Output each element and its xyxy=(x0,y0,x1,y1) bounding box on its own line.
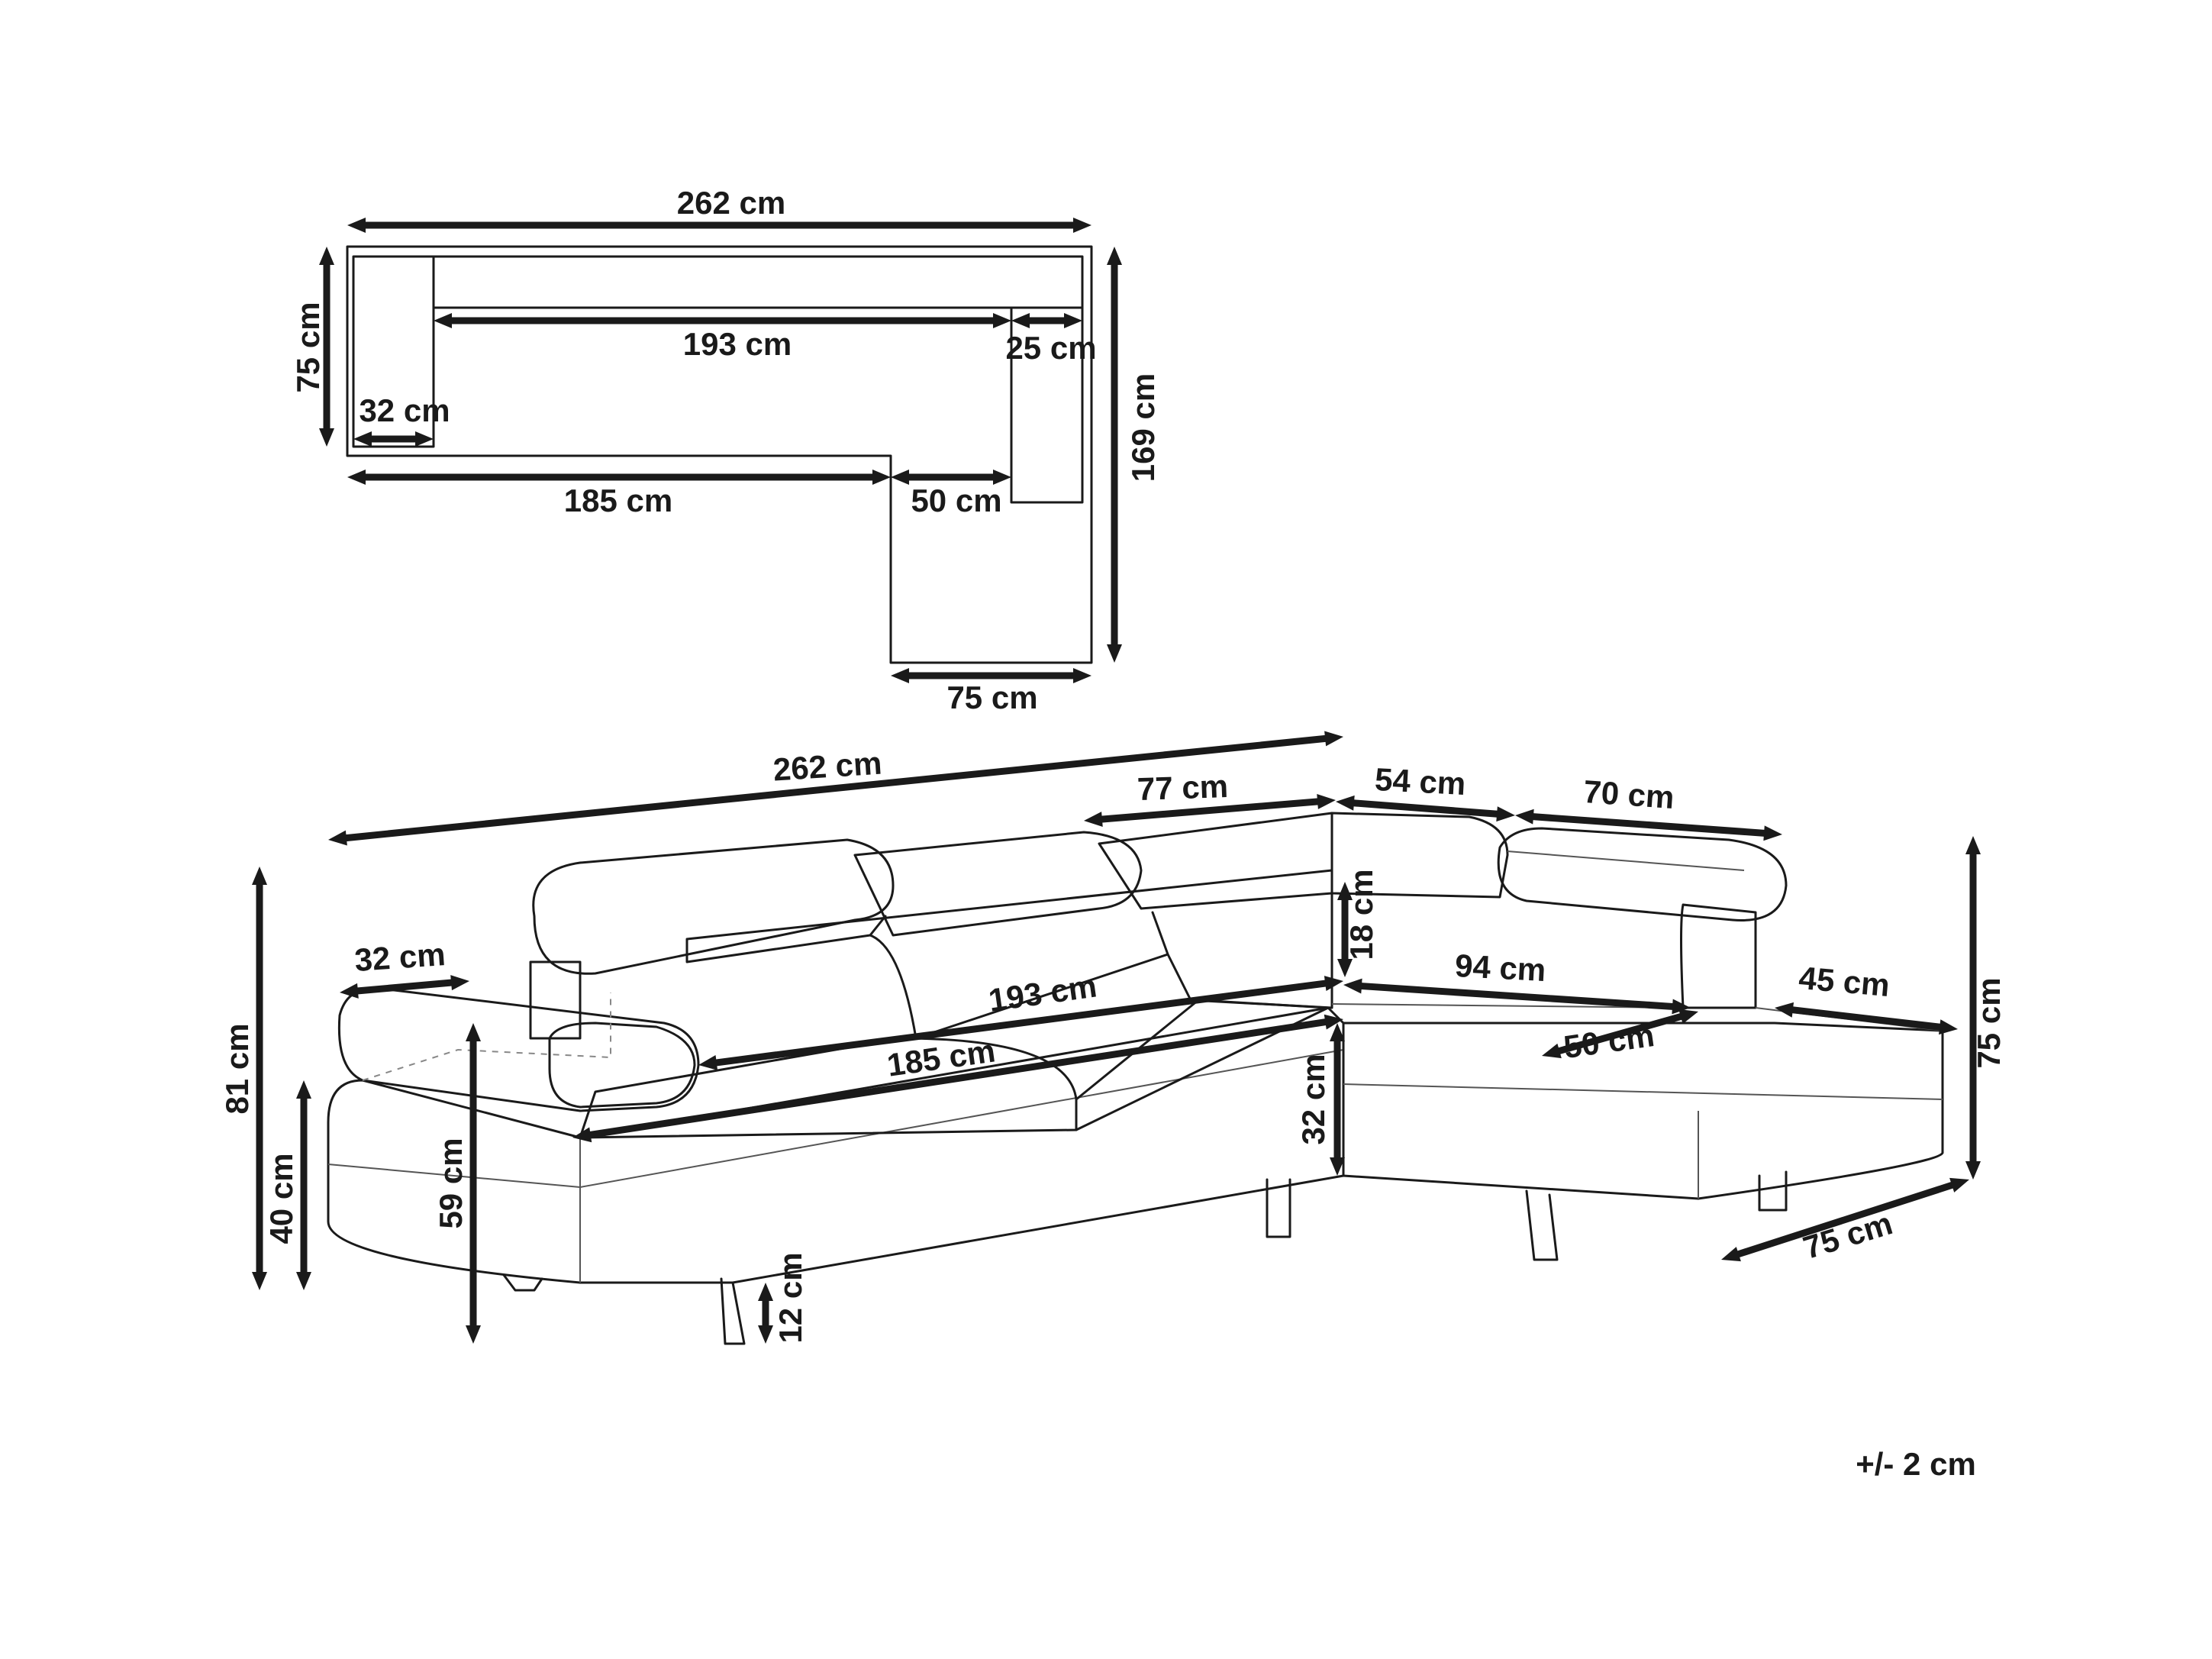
chaise-75-width-arrow xyxy=(1721,1177,1969,1262)
leg-12-label: 12 cm xyxy=(772,1252,808,1343)
headrest-corner xyxy=(1330,812,1509,899)
back-77-arrow xyxy=(1084,793,1336,828)
overall-width-arrow xyxy=(328,731,1343,846)
sofa-perspective xyxy=(327,812,1944,1345)
chaise-75-width-label: 75 cm xyxy=(1799,1205,1897,1266)
top-inner-arrow xyxy=(434,313,1011,328)
height-81-arrow xyxy=(252,867,267,1290)
chaise-94-label: 94 cm xyxy=(1454,947,1546,988)
leg-12-arrow xyxy=(758,1283,773,1344)
armrest-post xyxy=(529,960,582,1040)
leg-3 xyxy=(1266,1178,1291,1238)
seat-185-arrow xyxy=(572,1014,1343,1143)
sofa-main-base xyxy=(327,1006,1345,1284)
top-front-label: 185 cm xyxy=(564,483,672,518)
top-right-depth-arrow xyxy=(1107,247,1122,663)
top-arm-arrow xyxy=(353,431,434,447)
top-corner-arrow xyxy=(891,470,1011,485)
chaise-50-label: 50 cm xyxy=(1562,1017,1656,1065)
tolerance-note: +/- 2 cm xyxy=(1856,1446,1976,1482)
top-back-depth-label: 25 cm xyxy=(1005,330,1096,366)
top-right-depth-label: 169 cm xyxy=(1125,373,1161,482)
top-inner-label: 193 cm xyxy=(683,326,792,362)
armrest-pad xyxy=(548,1022,696,1109)
height-40-label: 40 cm xyxy=(263,1153,299,1244)
chaise-back xyxy=(1680,903,1757,1009)
seat-cushion-2 xyxy=(1075,999,1330,1131)
top-front-arrow xyxy=(347,470,891,485)
chaise-45-label: 45 cm xyxy=(1798,960,1891,1003)
top-view-labels: 262 cm 193 cm 25 cm 75 cm 169 cm 32 cm 1… xyxy=(290,185,1161,715)
dimension-arrows xyxy=(252,218,1981,1344)
arm-32-label: 32 cm xyxy=(353,936,447,978)
leg-1 xyxy=(502,1273,543,1292)
top-width-arrow xyxy=(347,218,1091,233)
headrest-70-label: 70 cm xyxy=(1582,773,1675,815)
top-corner-label: 50 cm xyxy=(911,483,1001,518)
chaise-base xyxy=(1342,1022,1944,1200)
top-view-outline xyxy=(346,245,1093,664)
arm-32-arrow xyxy=(340,975,469,999)
base-line-1 xyxy=(327,1164,581,1188)
seat-193-arrow xyxy=(698,976,1343,1070)
back-54-arrow xyxy=(1336,795,1515,822)
backrest-divider-1 xyxy=(869,915,887,937)
top-back-depth-arrow xyxy=(1011,313,1082,328)
back-54-label: 54 cm xyxy=(1374,761,1466,802)
top-left-depth-label: 75 cm xyxy=(290,302,326,392)
backrest-divider-2 xyxy=(1151,911,1169,956)
chaise-45-arrow xyxy=(1775,1002,1958,1035)
headrest-70-arrow xyxy=(1515,809,1782,841)
chaise-75-height-arrow xyxy=(1965,836,1981,1180)
perspective-labels: 262 cm 77 cm 54 cm 70 cm 32 cm 193 cm 18… xyxy=(219,744,2007,1343)
armrest-hidden-line xyxy=(362,992,611,1081)
headrest-1 xyxy=(532,838,895,975)
top-arm-label: 32 cm xyxy=(359,392,450,428)
chaise-94-arrow xyxy=(1343,978,1691,1015)
chaise-line-1 xyxy=(1343,1083,1943,1100)
height-59-label: 59 cm xyxy=(433,1138,469,1228)
top-view-right-back xyxy=(1010,306,1084,504)
headrest-18-arrow xyxy=(1337,882,1353,977)
seat-193-label: 193 cm xyxy=(986,967,1099,1018)
height-81-label: 81 cm xyxy=(219,1023,255,1114)
chaise-75-height-label: 75 cm xyxy=(1971,977,2007,1068)
headrest-18-label: 18 cm xyxy=(1343,869,1379,960)
overall-width-label: 262 cm xyxy=(772,744,882,787)
leg-4 xyxy=(1525,1189,1559,1261)
headrest-right-edge xyxy=(1507,850,1745,871)
height-40-arrow xyxy=(296,1080,311,1290)
leg-5 xyxy=(1758,1170,1788,1212)
leg-2 xyxy=(720,1277,746,1345)
top-view-backrest xyxy=(432,255,1084,309)
left-armrest xyxy=(337,986,700,1112)
headrest-right xyxy=(1497,827,1788,921)
top-view-left-arm xyxy=(352,255,435,448)
headrest-3 xyxy=(1098,812,1333,910)
chaise-50-arrow xyxy=(1542,1009,1698,1059)
cushion-32-arrow xyxy=(1330,1023,1345,1176)
backrest xyxy=(685,869,1333,1040)
back-77-label: 77 cm xyxy=(1137,768,1229,807)
headrest-2 xyxy=(853,831,1143,937)
top-chaise-label: 75 cm xyxy=(946,679,1037,715)
cushion-32-label: 32 cm xyxy=(1295,1054,1331,1144)
height-59-arrow xyxy=(466,1023,481,1344)
top-width-label: 262 cm xyxy=(677,185,785,221)
top-view xyxy=(346,245,1093,664)
top-left-depth-arrow xyxy=(319,247,334,447)
top-chaise-arrow xyxy=(891,668,1091,683)
base-line-2 xyxy=(579,1049,1344,1188)
